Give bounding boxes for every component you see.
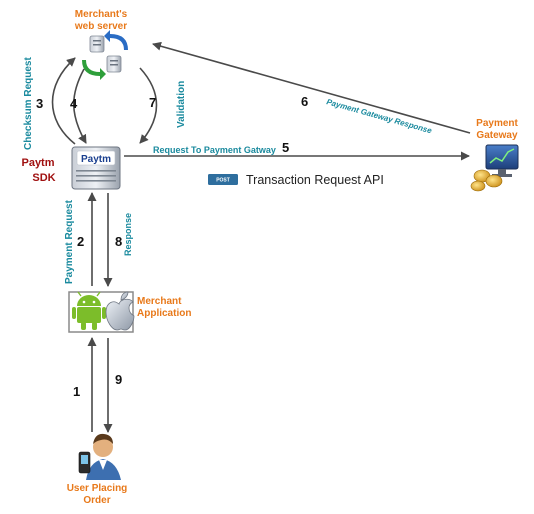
merchant-application-node: Merchant Application	[68, 291, 191, 333]
apple-icon	[105, 291, 135, 331]
payment-gateway-node: Payment Gateway	[470, 118, 519, 192]
android-icon	[72, 291, 106, 330]
request-to-gateway-label: Request To Payment Gatway	[153, 145, 276, 155]
user-phone-icon	[78, 433, 121, 480]
step-number-7: 7	[149, 95, 156, 110]
post-badge	[208, 174, 238, 185]
app-label-line2: Application	[137, 308, 191, 319]
step-number-5: 5	[282, 140, 289, 155]
step-number-3: 3	[36, 96, 43, 111]
transaction-api-annotation: POST Transaction Request API	[208, 173, 384, 187]
paytm-server-icon: Paytm	[71, 146, 121, 190]
paytm-sdk-node: Paytm SDK Paytm	[21, 146, 121, 190]
step-number-8: 8	[115, 234, 122, 249]
web-server-node: Merchant's web server	[74, 9, 128, 80]
web-server-label-line1: Merchant's	[75, 9, 128, 20]
sdk-label-line2: SDK	[32, 172, 55, 184]
sdk-label-line1: Paytm	[21, 157, 54, 169]
checksum-request-label: Checksum Request	[23, 57, 34, 150]
step-number-2: 2	[77, 234, 84, 249]
user-node: User Placing Order	[67, 433, 128, 506]
step-number-6: 6	[301, 94, 308, 109]
user-label-line2: Order	[83, 495, 110, 506]
step-numbers: 3 4 7 6 5 2 8 1 9	[36, 94, 308, 399]
user-label-line1: User Placing	[67, 483, 128, 494]
step-number-1: 1	[73, 384, 80, 399]
gateway-label-line1: Payment	[476, 118, 518, 129]
validation-label: Validation	[176, 81, 187, 128]
step-number-9: 9	[115, 372, 122, 387]
arrow-step-6	[152, 41, 471, 134]
response-label: Response	[123, 213, 133, 256]
paytm-logo-text: Paytm	[81, 154, 111, 165]
arrow-step-3	[51, 57, 76, 145]
arrow-step-7	[139, 67, 158, 144]
gateway-response-label: Payment Gateway Response	[325, 97, 433, 135]
payment-request-label: Payment Request	[64, 199, 75, 284]
web-server-label-line2: web server	[74, 21, 127, 32]
post-badge-text: POST	[216, 178, 230, 184]
transaction-api-label: Transaction Request API	[246, 173, 384, 187]
arrow-step-4	[72, 68, 87, 144]
app-label-line1: Merchant	[137, 296, 182, 307]
gateway-monitor-coins-icon	[470, 144, 519, 192]
server-sync-icon	[82, 30, 128, 80]
arrows	[51, 41, 471, 433]
step-number-4: 4	[70, 96, 78, 111]
gateway-label-line2: Gateway	[476, 130, 518, 141]
